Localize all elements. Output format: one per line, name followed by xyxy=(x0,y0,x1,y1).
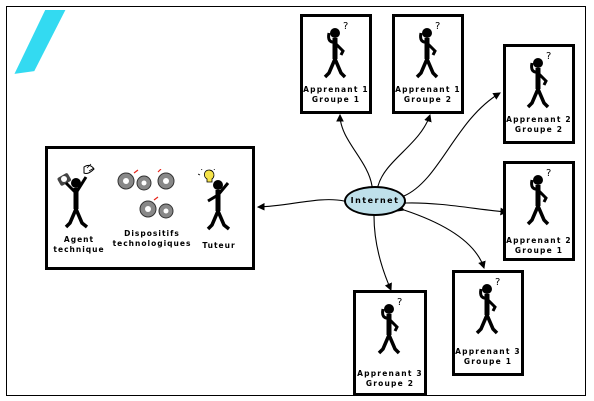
link-apprenant2-groupe1 xyxy=(399,199,509,216)
gears-icon xyxy=(117,169,175,219)
link-apprenant3-groupe2 xyxy=(370,209,392,292)
internet-node: Internet xyxy=(344,186,406,216)
thinking-person-icon xyxy=(409,19,449,83)
thinking-person-icon xyxy=(371,295,411,359)
link-apprenant2-groupe2 xyxy=(396,92,501,203)
tutor-lightbulb-icon xyxy=(198,169,231,231)
link-apprenant3-groupe1 xyxy=(396,204,486,270)
tutor-label: Tuteur xyxy=(202,241,236,250)
link-support-box xyxy=(256,198,352,211)
decorative-swoosh xyxy=(14,10,68,74)
link-apprenant1-groupe2 xyxy=(372,113,432,194)
internet-label: Internet xyxy=(350,196,400,205)
thinking-person-icon xyxy=(317,19,357,83)
thinking-person-icon xyxy=(520,49,560,113)
diagram-frame xyxy=(6,6,586,396)
technical-agent-icon xyxy=(57,163,95,229)
thinking-person-icon xyxy=(520,166,560,230)
devices-label: Dispositifs technologiques xyxy=(112,229,192,248)
link-apprenant1-groupe1 xyxy=(336,113,377,194)
support-box: Agent technique Dispositifs technologiqu… xyxy=(45,146,255,270)
agent-label: Agent technique xyxy=(53,235,105,254)
thinking-person-icon xyxy=(469,275,509,339)
